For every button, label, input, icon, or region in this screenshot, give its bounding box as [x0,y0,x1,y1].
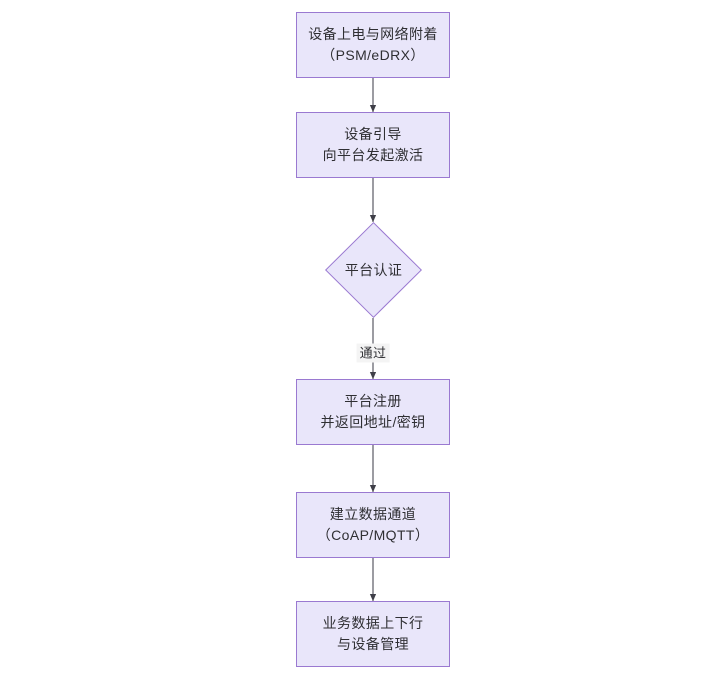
edge-label-e3: 通过 [356,343,390,363]
node-label: 业务数据上下行与设备管理 [323,613,424,655]
node-text-line: 与设备管理 [337,636,409,652]
node-label: 平台注册并返回地址/密钥 [320,391,425,433]
node-label: 建立数据通道 （CoAP/MQTT） [317,504,430,546]
process-node-n2[interactable]: 设备引导向平台发起激活 [296,112,450,178]
node-text-line: 设备上电与网络附着 [308,26,438,42]
node-text-line: 并返回地址/密钥 [320,414,426,430]
process-node-n4[interactable]: 平台注册并返回地址/密钥 [296,379,450,445]
node-text-line: 平台认证 [344,261,403,278]
process-node-n6[interactable]: 业务数据上下行与设备管理 [296,601,450,667]
node-label: 平台认证 [345,260,403,281]
diamond-shape-icon [325,222,422,318]
node-text-line: 建立数据通道 [329,506,417,522]
node-label: 设备上电与网络附着 （PSM/eDRX） [308,24,438,66]
process-node-n5[interactable]: 建立数据通道 （CoAP/MQTT） [296,492,450,558]
node-label: 设备引导向平台发起激活 [323,124,424,166]
node-text-line: 平台注册 [344,393,402,409]
process-node-n1[interactable]: 设备上电与网络附着 （PSM/eDRX） [296,12,450,78]
node-text-line: 设备引导 [344,126,402,142]
node-text-line: （PSM/eDRX） [321,47,425,63]
decision-node-n3[interactable]: 平台认证 [325,222,422,318]
node-text-line: 业务数据上下行 [322,615,424,631]
node-text-line: （CoAP/MQTT） [316,527,430,543]
node-text-line: 向平台发起激活 [322,147,424,163]
